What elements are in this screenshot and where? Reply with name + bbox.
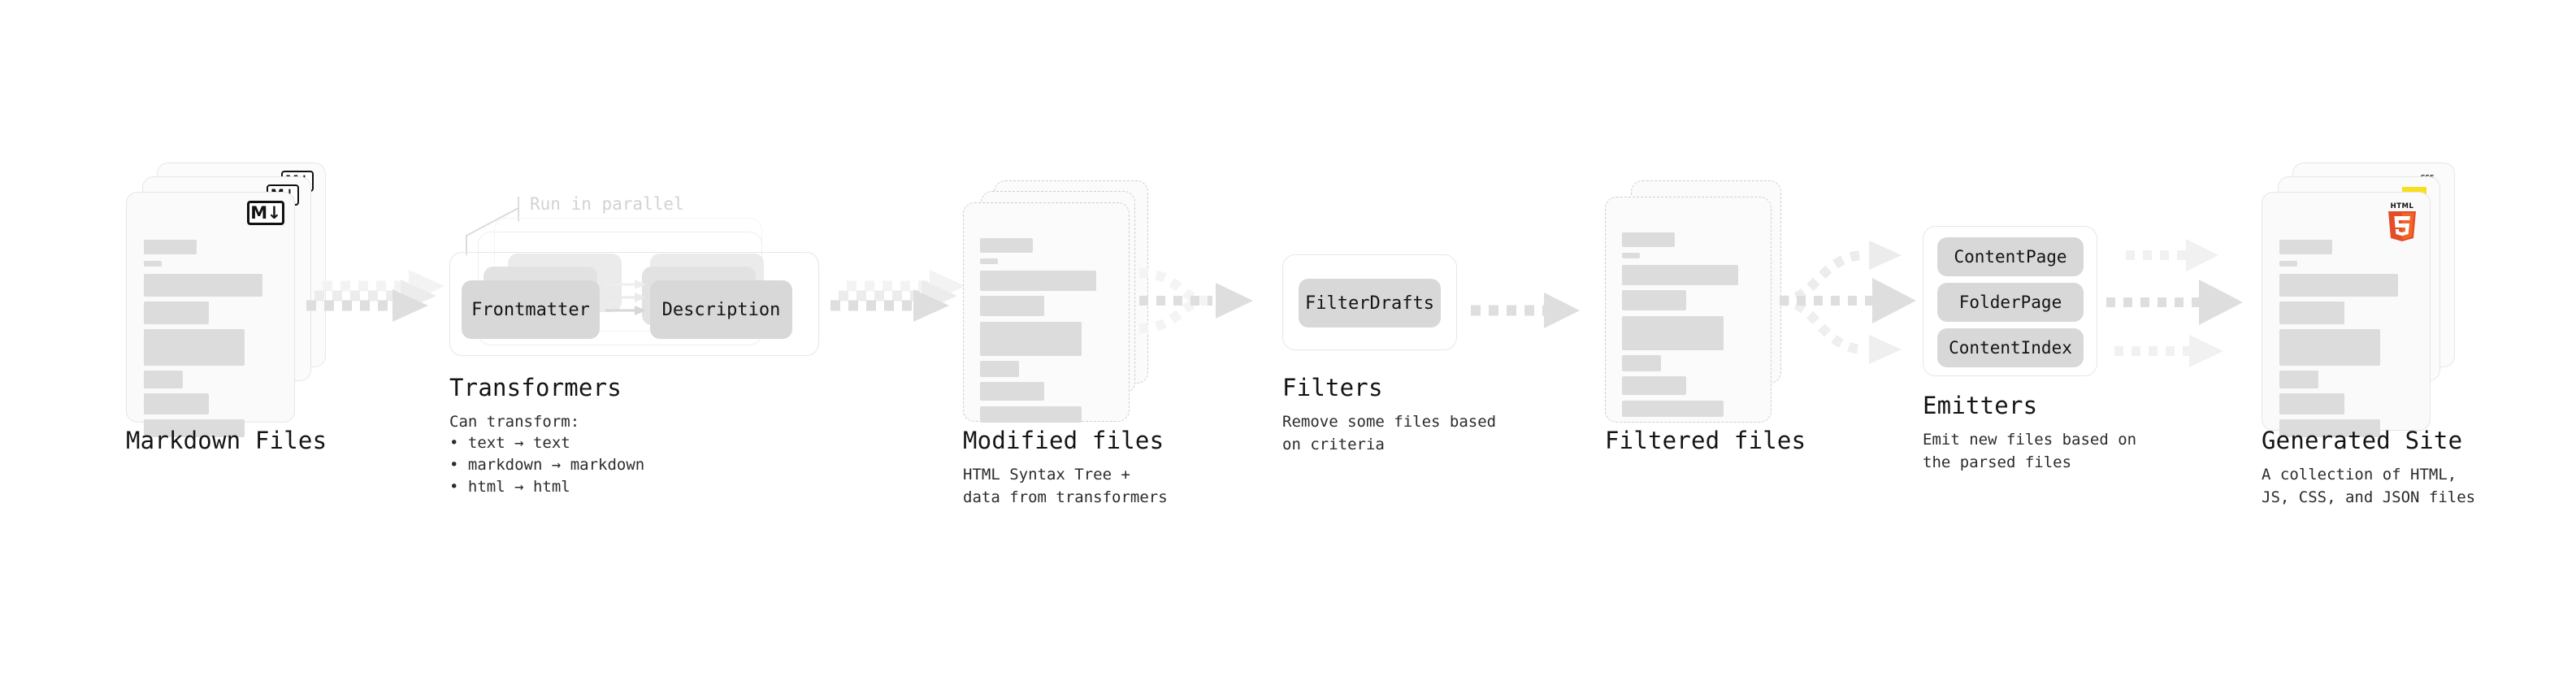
skeleton-line (1622, 232, 1675, 247)
transform-rule-1: markdown → markdown (467, 456, 645, 474)
skeleton-line (144, 274, 262, 297)
emitters-group-box (1923, 226, 2097, 376)
run-in-parallel-label: Run in parallel (530, 194, 684, 214)
stage-title-filtered-files: Filtered files (1605, 427, 1806, 454)
transform-rule-0: text → text (467, 434, 570, 452)
transformer-inner-arrows (605, 280, 646, 315)
bullet-dot: • (449, 456, 468, 474)
emitter-pill-contentindex[interactable]: ContentIndex (1937, 328, 2084, 367)
skeleton-line (1622, 401, 1724, 417)
skeleton-line (144, 240, 197, 254)
stage-title-transformers: Transformers (449, 374, 622, 401)
skeleton-line (144, 261, 162, 267)
connector-filters-to-filtered (1471, 293, 1580, 328)
skeleton-line (2279, 371, 2318, 388)
filtered-card-front (1605, 197, 1772, 423)
stage-title-modified-files: Modified files (963, 427, 1164, 454)
emitters-subtitle: Emit new files based on the parsed files (1923, 431, 2137, 471)
emitter-pill-contentpage[interactable]: ContentPage (1937, 237, 2084, 276)
skeleton-line (144, 371, 183, 388)
skeleton-line (2279, 329, 2380, 366)
filters-subtitle: Remove some files based on criteria (1282, 413, 1497, 453)
connector-transformers-to-modified (830, 270, 965, 322)
transformers-group-front (449, 252, 819, 356)
transformer-pill-frontmatter[interactable]: Frontmatter (462, 280, 600, 339)
generated-site-card-stack: CSS HTML (2262, 163, 2473, 437)
skeleton-line (980, 382, 1044, 401)
skeleton-line (980, 361, 1019, 377)
connector-markdown-to-transformers (306, 270, 445, 322)
skeleton-line (1622, 376, 1686, 395)
skeleton-line (1622, 290, 1686, 310)
skeleton-line (2279, 419, 2380, 437)
stage-title-filters: Filters (1282, 374, 1383, 401)
generated-site-subtitle: A collection of HTML, JS, CSS, and JSON … (2262, 466, 2476, 506)
transformers-subtitle: Can transform: (449, 413, 580, 431)
skeleton-line (144, 301, 209, 324)
stage-title-markdown-files: Markdown Files (126, 427, 327, 454)
transform-rule-2: html → html (467, 478, 570, 496)
skeleton-line (144, 329, 245, 366)
skeleton-line (980, 238, 1033, 253)
skeleton-line (980, 406, 1082, 423)
bullet-dot: • (449, 478, 468, 496)
connector-filtered-to-emitters (1779, 241, 1916, 364)
skeleton-line (980, 296, 1044, 316)
markdown-files-card-stack: M↓ M↓ M↓ (126, 163, 337, 437)
skeleton-line (2279, 393, 2344, 414)
skeleton-line (1622, 265, 1738, 285)
transformers-bullet-list: • text → text • markdown → markdown • ht… (449, 432, 644, 498)
connector-modified-to-filters (1138, 268, 1253, 333)
run-in-parallel-bracket (466, 197, 519, 255)
skeleton-line (2279, 301, 2344, 324)
skeleton-line (2279, 274, 2398, 297)
site-card-front-html: HTML (2262, 192, 2431, 437)
skeleton-line (1622, 355, 1661, 371)
html5-icon: HTML (2388, 202, 2416, 241)
modified-files-card-stack (963, 180, 1166, 440)
stage-title-emitters: Emitters (1923, 392, 2038, 419)
skeleton-line (144, 419, 245, 437)
emitter-pill-folderpage[interactable]: FolderPage (1937, 283, 2084, 322)
transformer-pill-description[interactable]: Description (650, 280, 792, 339)
skeleton-line (980, 258, 998, 264)
skeleton-line (144, 393, 209, 414)
filtered-files-card-stack (1605, 180, 1808, 440)
skeleton-line (2279, 261, 2297, 267)
markdown-icon: M↓ (247, 201, 284, 225)
bullet-dot: • (449, 434, 468, 452)
connector-emitters-to-site (2106, 239, 2243, 367)
svg-text:HTML: HTML (2391, 202, 2414, 210)
modified-files-subtitle: HTML Syntax Tree + data from transformer… (963, 466, 1168, 506)
skeleton-line (980, 322, 1082, 356)
filter-pill-filterdrafts[interactable]: FilterDrafts (1299, 279, 1441, 327)
markdown-card-front: M↓ (126, 192, 295, 437)
skeleton-line (1622, 253, 1640, 258)
filters-group-box (1282, 254, 1457, 350)
skeleton-line (980, 271, 1096, 291)
stage-title-generated-site: Generated Site (2262, 427, 2463, 454)
skeleton-line (1622, 316, 1724, 350)
modified-card-front (963, 202, 1130, 423)
skeleton-line (2279, 240, 2332, 254)
